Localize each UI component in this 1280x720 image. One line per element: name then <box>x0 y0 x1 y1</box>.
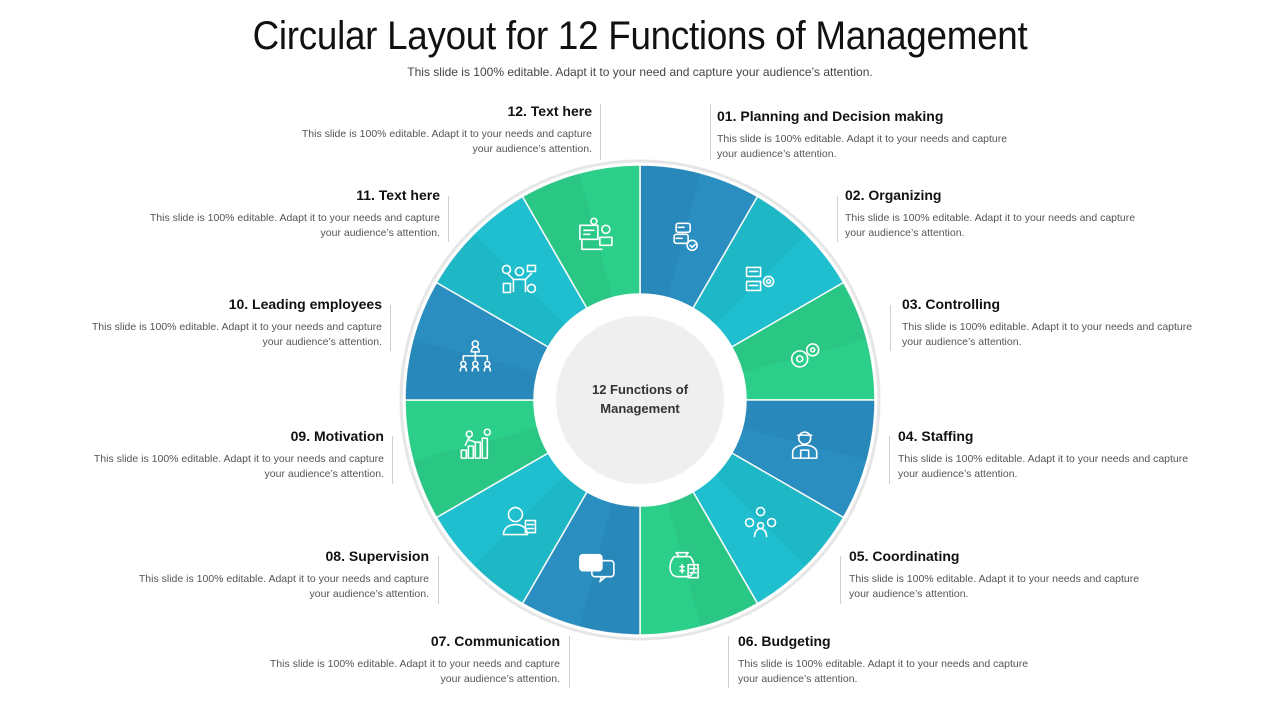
segment-shade <box>667 491 758 627</box>
divider-line <box>438 556 439 604</box>
segment-shade <box>579 502 640 635</box>
divider-line <box>600 104 601 160</box>
callout-item-02: 02. Organizing This slide is 100% editab… <box>845 187 1165 240</box>
item-description: This slide is 100% editable. Adapt it to… <box>138 573 429 600</box>
segment-shade <box>714 453 844 567</box>
hub-circle <box>556 316 724 484</box>
divider-line <box>890 305 891 351</box>
item-heading: 08. Supervision <box>325 548 429 564</box>
divider-line <box>392 436 393 484</box>
item-heading: 10. Leading employees <box>228 296 382 312</box>
center-label: 12 Functions of Management <box>560 380 720 418</box>
callout-item-03: 03. Controlling This slide is 100% edita… <box>902 296 1222 349</box>
item-heading: 02. Organizing <box>845 187 942 203</box>
money-bag-calculator-icon <box>669 551 699 579</box>
segment-shade <box>436 233 566 347</box>
segment-shade <box>413 427 549 518</box>
outer-ring <box>399 159 881 641</box>
center-label-line2: Management <box>600 401 680 416</box>
divider-line <box>710 104 711 160</box>
page-title: Circular Layout for 12 Functions of Mana… <box>252 14 1028 58</box>
org-chart-icon <box>459 340 492 372</box>
item-description: This slide is 100% editable. Adapt it to… <box>93 453 384 480</box>
page-subtitle: This slide is 100% editable. Adapt it to… <box>407 65 873 79</box>
item-description: This slide is 100% editable. Adapt it to… <box>738 658 1029 685</box>
item-description: This slide is 100% editable. Adapt it to… <box>91 321 382 348</box>
climbing-bars-icon <box>460 428 492 459</box>
callout-item-12: 12. Text here This slide is 100% editabl… <box>272 103 592 156</box>
item-description: This slide is 100% editable. Adapt it to… <box>301 128 592 155</box>
segment-shade <box>640 165 701 298</box>
item-heading: 03. Controlling <box>902 296 1000 312</box>
divider-line <box>728 636 729 688</box>
divider-line <box>837 196 838 242</box>
gears-icon <box>790 343 820 368</box>
organizing-icon <box>745 266 775 292</box>
callout-item-11: 11. Text here This slide is 100% editabl… <box>120 187 440 240</box>
divider-line <box>569 636 570 688</box>
center-label-line1: 12 Functions of <box>591 382 689 397</box>
chat-bubbles-icon <box>579 553 615 583</box>
divider-line <box>390 305 391 351</box>
callout-item-08: 08. Supervision This slide is 100% edita… <box>109 548 429 601</box>
item-heading: 04. Staffing <box>898 428 974 444</box>
divider-line <box>889 436 890 484</box>
item-description: This slide is 100% editable. Adapt it to… <box>149 212 440 239</box>
item-heading: 12. Text here <box>507 103 592 119</box>
item-heading: 09. Motivation <box>290 428 384 444</box>
item-description: This slide is 100% editable. Adapt it to… <box>269 658 560 685</box>
coordination-icon <box>744 506 777 538</box>
callout-item-05: 05. Coordinating This slide is 100% edit… <box>849 548 1169 601</box>
item-heading: 06. Budgeting <box>738 633 831 649</box>
item-heading: 05. Coordinating <box>849 548 960 564</box>
segment-shade <box>742 400 875 461</box>
training-icon <box>579 217 613 251</box>
divider-line <box>448 196 449 242</box>
planning-icon <box>673 222 698 252</box>
callout-item-07: 07. Communication This slide is 100% edi… <box>240 633 560 686</box>
segment-shade <box>731 282 867 373</box>
item-heading: 01. Planning and Decision making <box>717 108 944 124</box>
item-heading: 07. Communication <box>430 633 560 649</box>
presenter-icon <box>501 264 537 294</box>
segment-shade <box>473 474 587 604</box>
item-heading: 11. Text here <box>356 187 440 203</box>
item-description: This slide is 100% editable. Adapt it to… <box>849 573 1140 600</box>
item-description: This slide is 100% editable. Adapt it to… <box>845 212 1136 239</box>
callout-item-06: 06. Budgeting This slide is 100% editabl… <box>738 633 1058 686</box>
item-description: This slide is 100% editable. Adapt it to… <box>902 321 1193 348</box>
callout-item-10: 10. Leading employees This slide is 100%… <box>62 296 382 349</box>
divider-line <box>840 556 841 604</box>
item-description: This slide is 100% editable. Adapt it to… <box>898 453 1189 480</box>
supervisor-icon <box>502 506 537 536</box>
item-description: This slide is 100% editable. Adapt it to… <box>717 133 1008 160</box>
callout-item-09: 09. Motivation This slide is 100% editab… <box>64 428 384 481</box>
segment-shade <box>522 173 613 309</box>
segment-shade <box>405 339 538 400</box>
worker-icon <box>791 431 818 459</box>
callout-item-01: 01. Planning and Decision making This sl… <box>717 108 1037 161</box>
segment-shade <box>693 196 807 326</box>
callout-item-04: 04. Staffing This slide is 100% editable… <box>898 428 1218 481</box>
